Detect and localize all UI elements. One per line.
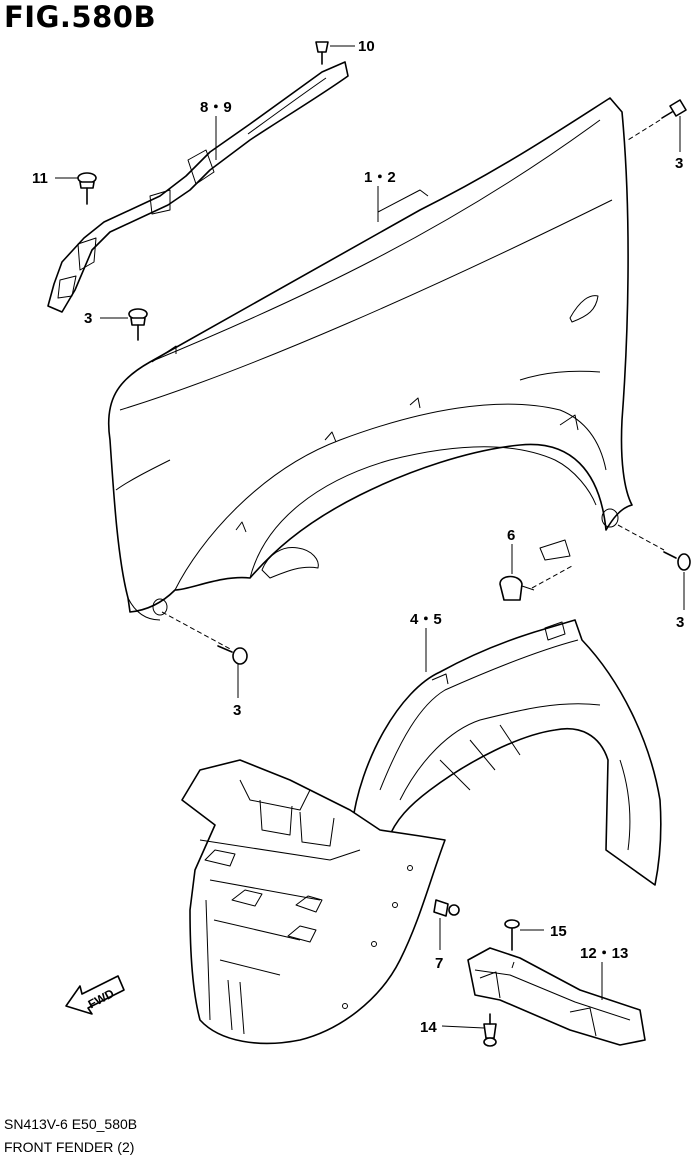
- bolt-11-part: [77, 172, 97, 205]
- callout-11: 11: [32, 170, 48, 187]
- figure-title: FIG.580B: [4, 0, 157, 34]
- callout-10: 10: [358, 38, 375, 55]
- callout-6: 6: [507, 527, 515, 544]
- lower-bracket-part: [467, 947, 646, 1046]
- fwd-arrow: FWD: [65, 975, 125, 1015]
- clip-14-part: [483, 1013, 497, 1047]
- callout-7: 7: [435, 955, 443, 972]
- callout-3-bottom: 3: [233, 702, 241, 719]
- assembly-line-grommet: [531, 565, 573, 589]
- bolt-3-top-right-part: [661, 99, 687, 119]
- callout-3-top-right: 3: [675, 155, 683, 172]
- callout-3-left: 3: [84, 310, 92, 327]
- bolt-3-left-part: [128, 308, 148, 341]
- callout-3-right: 3: [676, 614, 684, 631]
- callout-12-13: 12・13: [580, 945, 628, 962]
- callout-4-5: 4・5: [410, 611, 442, 628]
- callout-8-9: 8・9: [200, 99, 232, 116]
- bolt-3-right-part: [663, 551, 691, 571]
- assembly-line-bottom: [161, 611, 233, 651]
- clip-7-part: [433, 899, 460, 917]
- clip-10-part: [315, 41, 329, 65]
- diagram-name: FRONT FENDER (2): [4, 1139, 135, 1155]
- assembly-line-right: [617, 524, 665, 551]
- screw-15-part: [504, 919, 520, 951]
- splash-shield-part: [181, 759, 446, 1045]
- bolt-3-bottom-part: [217, 645, 248, 665]
- front-fender-part: [107, 97, 633, 621]
- callout-1-2: 1・2: [364, 169, 396, 186]
- leader-14: [441, 1025, 485, 1029]
- fender-bracket-part: [47, 61, 349, 313]
- callout-15: 15: [550, 923, 567, 940]
- diagram-code: SN413V-6 E50_580B: [4, 1116, 138, 1132]
- assembly-line-top-right: [627, 119, 661, 141]
- inner-fender-liner-part: [351, 619, 662, 886]
- callout-14: 14: [420, 1019, 437, 1036]
- grommet-6-part: [499, 575, 535, 601]
